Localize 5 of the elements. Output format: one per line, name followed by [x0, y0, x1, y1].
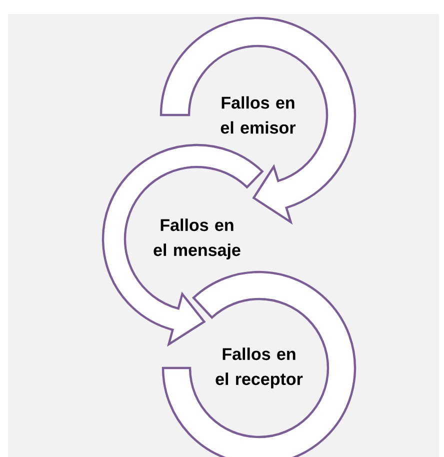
node-label: Fallos en el emisor	[220, 96, 296, 134]
node-label: Fallos en el mensaje	[154, 218, 240, 260]
circular-arrow	[102, 144, 264, 346]
node-label: Fallos en el receptor	[216, 348, 303, 388]
circular-arrow	[160, 16, 356, 224]
